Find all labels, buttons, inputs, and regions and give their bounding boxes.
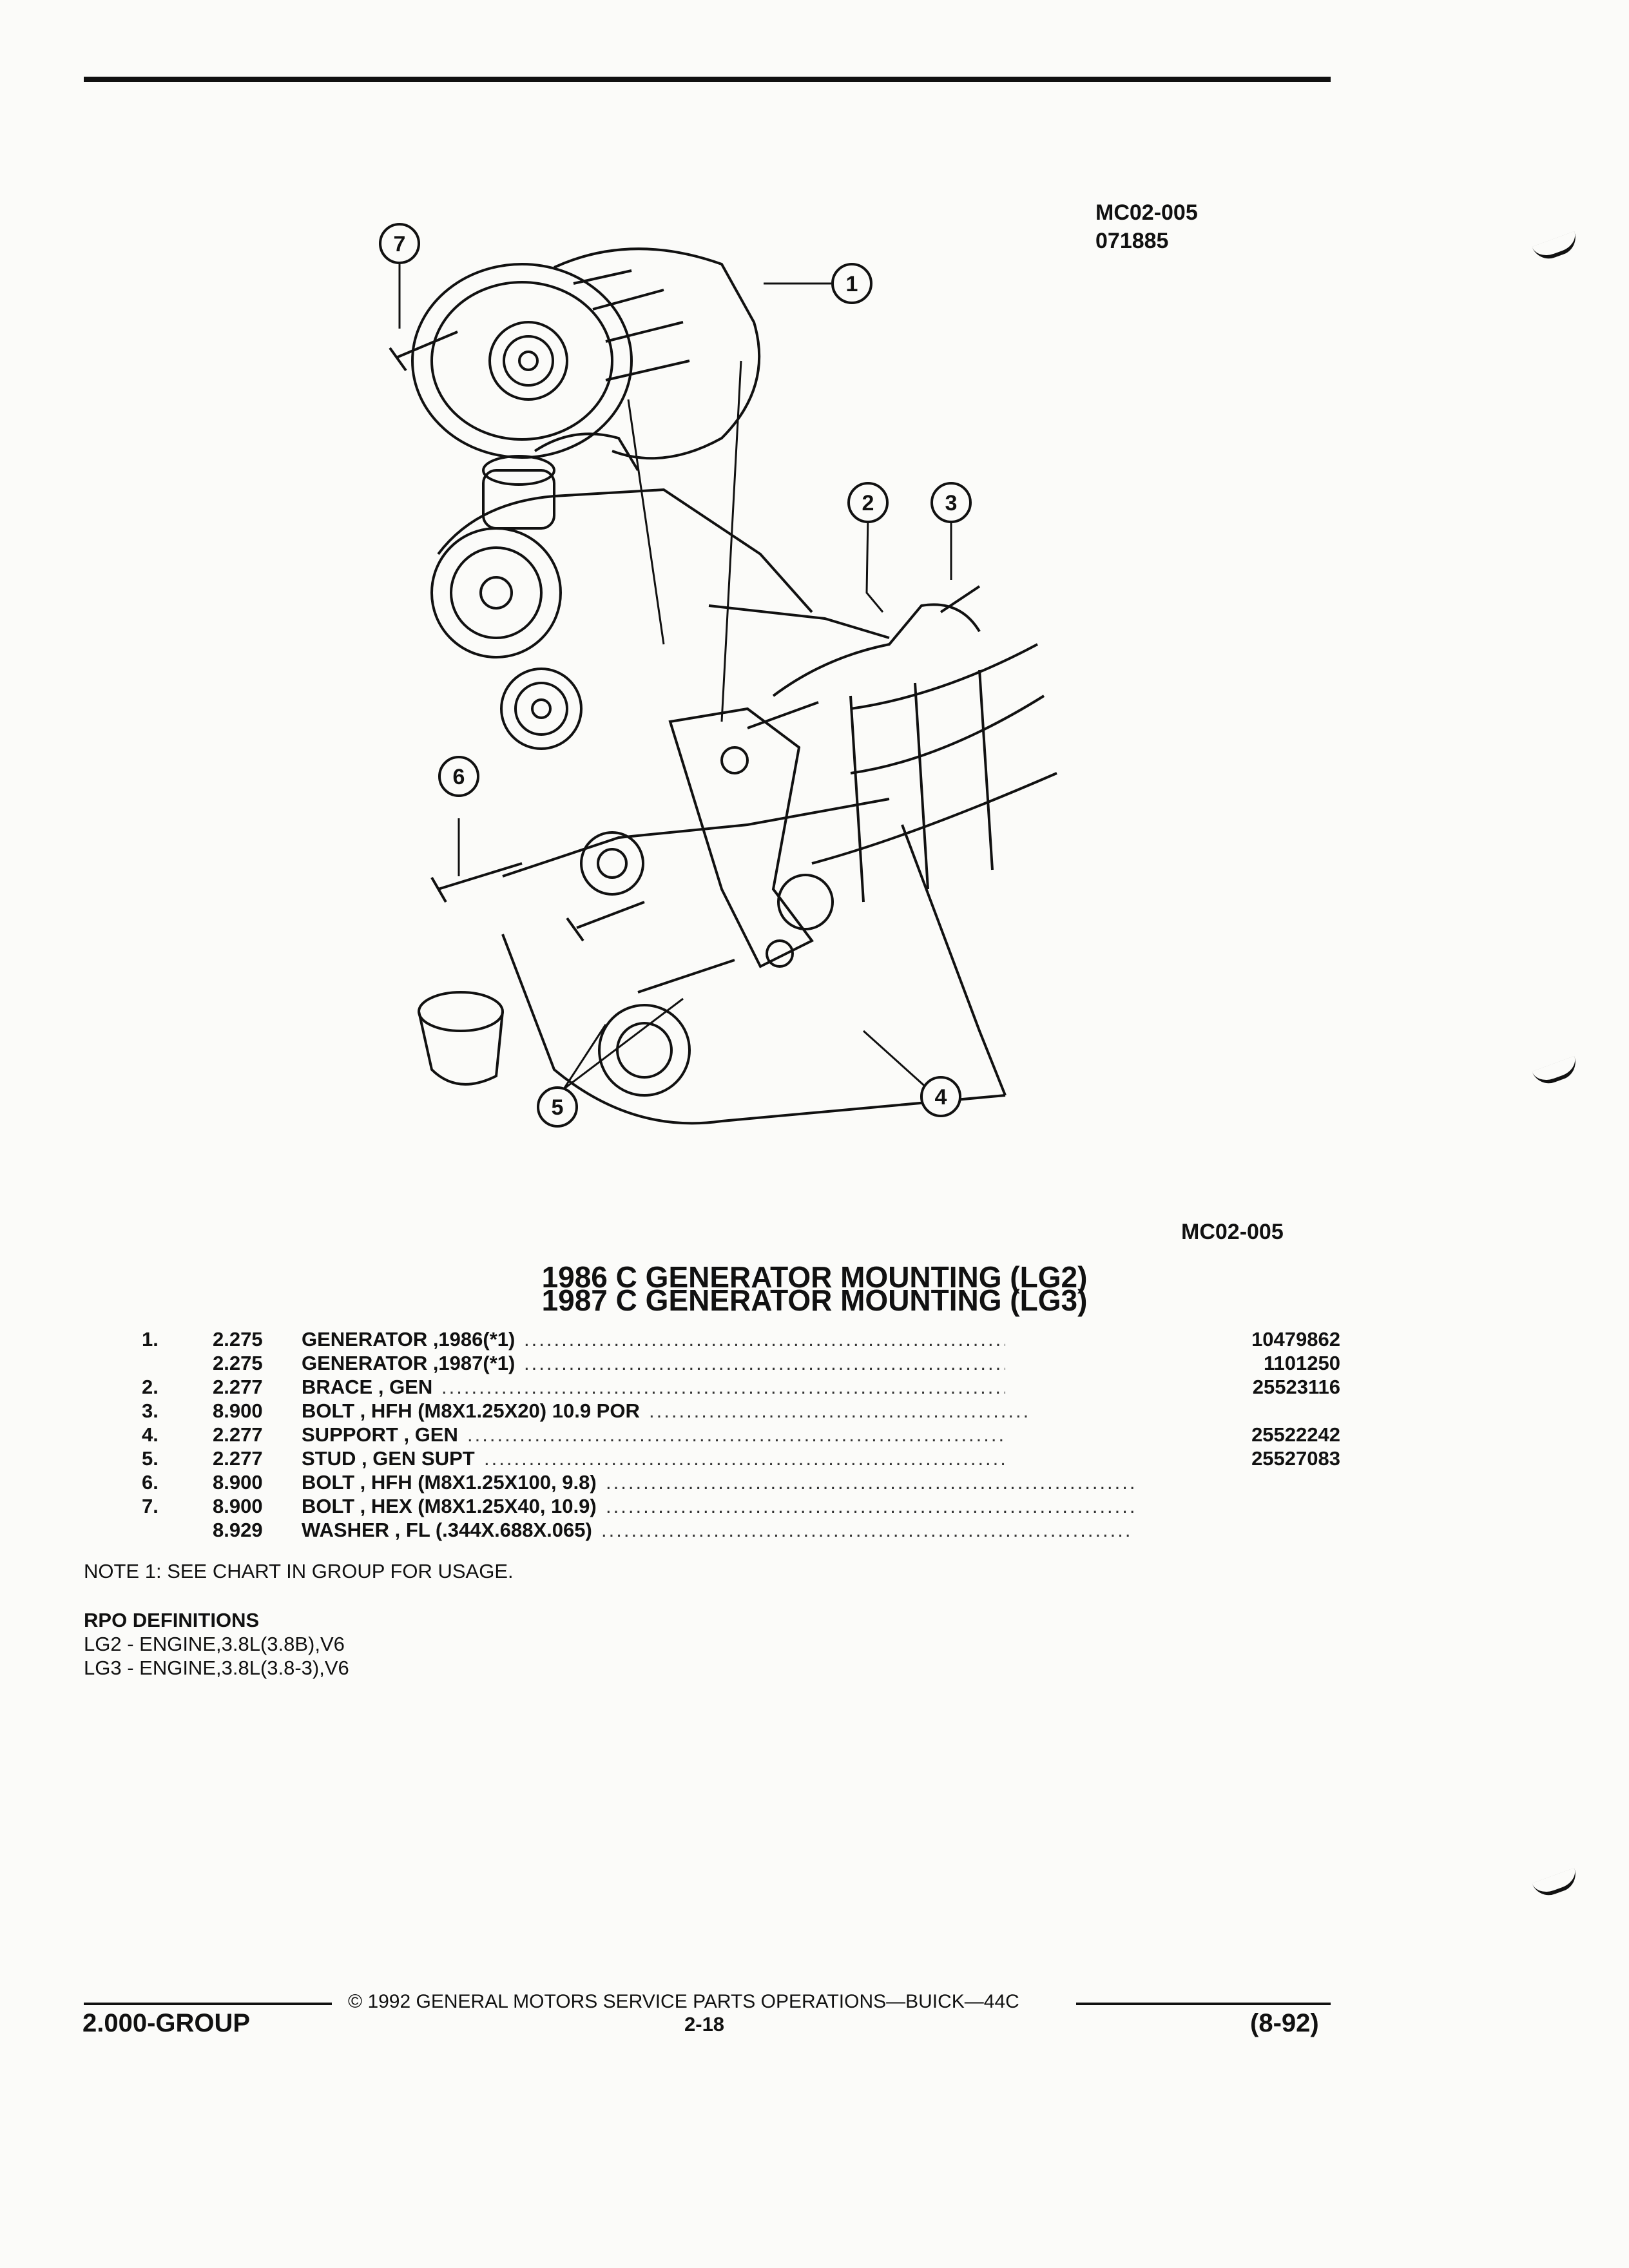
part-item-number: 7. <box>142 1495 159 1517</box>
part-description: BOLT , HFH (M8X1.25X20) 10.9 POR <box>302 1399 640 1422</box>
part-item-number: 6. <box>142 1471 159 1494</box>
part-group-number: 2.275 <box>213 1328 263 1350</box>
figure-number: 071885 <box>1095 229 1169 253</box>
generator-mounting-diagram: 7 1 2 3 6 5 4 <box>379 223 1057 1128</box>
leader-dots: ........................................… <box>649 1399 1031 1422</box>
leader-dots: ........................................… <box>524 1328 1005 1350</box>
leader-dots: ........................................… <box>441 1376 1005 1398</box>
leader-dots: ........................................… <box>606 1495 1134 1517</box>
part-number: 10479862 <box>1251 1328 1340 1350</box>
leader-dots: ........................................… <box>467 1423 1005 1446</box>
leader-dots: ........................................… <box>524 1352 1005 1374</box>
part-item-number: 2. <box>142 1376 159 1398</box>
part-description: BOLT , HEX (M8X1.25X40, 10.9) <box>302 1495 597 1517</box>
callout-leaders <box>398 264 952 1090</box>
callout-4-label: 4 <box>935 1085 947 1110</box>
parts-list: 1. 2.275 GENERATOR ,1986(*1) 10479862......… <box>116 1327 1340 1542</box>
margin-mark <box>1532 1055 1581 1089</box>
part-group-number: 2.277 <box>213 1447 263 1470</box>
footer-page-number: 2-18 <box>684 2013 725 2035</box>
part-description: BOLT , HFH (M8X1.25X100, 9.8) <box>302 1471 597 1494</box>
usage-note: NOTE 1: SEE CHART IN GROUP FOR USAGE. <box>84 1560 514 1582</box>
rpo-line-lg2: LG2 - ENGINE,3.8L(3.8B),V6 <box>84 1633 345 1655</box>
parts-row: 7. 8.900 BOLT , HEX (M8X1.25X40, 10.9)....… <box>116 1494 1340 1518</box>
parts-row: 1. 2.275 GENERATOR ,1986(*1) 10479862......… <box>116 1327 1340 1351</box>
page-title-1987: 1987 C GENERATOR MOUNTING (LG3) <box>541 1283 1088 1317</box>
footer-group: 2.000-GROUP <box>82 2009 251 2037</box>
leader-dots: ........................................… <box>484 1447 1005 1470</box>
callout-1-label: 1 <box>846 272 858 296</box>
part-description: GENERATOR ,1987(*1) <box>302 1352 516 1374</box>
part-number: 25527083 <box>1251 1447 1340 1470</box>
rpo-heading: RPO DEFINITIONS <box>84 1609 260 1631</box>
generator-drawing <box>411 247 761 460</box>
part-description: BRACE , GEN <box>302 1376 433 1398</box>
part-item-number: 1. <box>142 1328 159 1350</box>
callout-2-circle <box>847 482 889 523</box>
part-group-number: 2.277 <box>213 1376 263 1398</box>
part-group-number: 8.929 <box>213 1519 263 1541</box>
figure-code-top: MC02-005 <box>1095 200 1198 225</box>
parts-row: 6. 8.900 BOLT , HFH (M8X1.25X100, 9.8)....… <box>116 1470 1340 1494</box>
parts-row: 5. 2.277 STUD , GEN SUPT 25527083..........… <box>116 1446 1340 1470</box>
support-bracket-drawing <box>668 707 834 968</box>
part-description: GENERATOR ,1986(*1) <box>302 1328 516 1350</box>
parts-row: 4. 2.277 SUPPORT , GEN 25522242............… <box>116 1423 1340 1446</box>
callout-3-circle <box>930 482 972 523</box>
part-description: WASHER , FL (.344X.688X.065) <box>302 1519 592 1541</box>
part-group-number: 2.275 <box>213 1352 263 1374</box>
part-number: 25522242 <box>1251 1423 1340 1446</box>
part-group-number: 8.900 <box>213 1471 263 1494</box>
parts-row: 8.929 WASHER , FL (.344X.688X.065).......… <box>116 1518 1340 1542</box>
part-description: STUD , GEN SUPT <box>302 1447 475 1470</box>
figure-code-bottom: MC02-005 <box>1181 1220 1284 1244</box>
margin-mark <box>1532 231 1581 264</box>
footer-rule-right <box>1076 2003 1331 2005</box>
leader-dots: ........................................… <box>601 1519 1134 1541</box>
callout-5-circle <box>537 1086 578 1128</box>
part-group-number: 8.900 <box>213 1399 263 1422</box>
leader-dots: ........................................… <box>606 1471 1134 1494</box>
part-group-number: 2.277 <box>213 1423 263 1446</box>
callout-1-circle <box>831 263 872 304</box>
callout-6-circle <box>438 756 479 797</box>
pump-pulley-drawing <box>430 455 644 896</box>
part-number: 25523116 <box>1252 1376 1340 1398</box>
part-description: SUPPORT , GEN <box>302 1423 458 1446</box>
parts-row: 3. 8.900 BOLT , HFH (M8X1.25X20) 10.9 POR.… <box>116 1399 1340 1423</box>
part-item-number: 4. <box>142 1423 159 1446</box>
margin-mark <box>1532 1867 1581 1901</box>
footer-date: (8-92) <box>1250 2009 1319 2037</box>
callout-6-label: 6 <box>453 765 465 789</box>
callout-7-circle <box>379 223 420 264</box>
parts-row: 2.275 GENERATOR ,1987(*1) 1101250.........… <box>116 1351 1340 1375</box>
brace-drawing <box>772 603 981 697</box>
callout-5-label: 5 <box>552 1095 564 1120</box>
footer-copyright: © 1992 GENERAL MOTORS SERVICE PARTS OPER… <box>348 1991 1019 2012</box>
rpo-line-lg3: LG3 - ENGINE,3.8L(3.8-3),V6 <box>84 1657 349 1679</box>
callout-7-label: 7 <box>394 232 406 256</box>
page-title-1986: 1986 C GENERATOR MOUNTING (LG2) <box>541 1260 1088 1294</box>
part-item-number: 5. <box>142 1447 159 1470</box>
footer-rule-left <box>84 2003 332 2005</box>
top-rule <box>84 77 1331 82</box>
oil-filter-drawing <box>418 991 691 1097</box>
callout-3-label: 3 <box>945 491 958 515</box>
part-item-number: 3. <box>142 1399 159 1422</box>
callout-4-circle <box>920 1076 961 1117</box>
engine-block-drawing <box>437 432 1057 1125</box>
bolt-drawings <box>389 331 981 994</box>
callout-2-label: 2 <box>862 491 874 515</box>
parts-row: 2. 2.277 BRACE , GEN 25523116..............… <box>116 1375 1340 1399</box>
part-group-number: 8.900 <box>213 1495 263 1517</box>
part-number: 1101250 <box>1264 1352 1340 1374</box>
